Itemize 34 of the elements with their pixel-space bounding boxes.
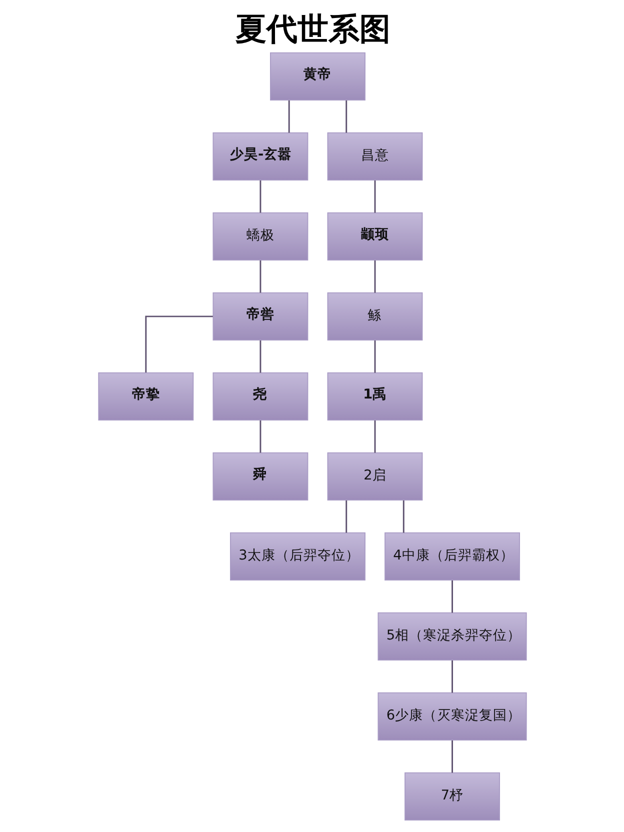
connector <box>259 180 261 213</box>
connector <box>259 260 261 293</box>
connector <box>451 580 452 613</box>
connector <box>374 420 376 453</box>
connector <box>374 180 376 213</box>
connector <box>288 100 290 133</box>
node-box: 少昊-玄嚣 <box>212 132 308 181</box>
connector <box>259 340 261 373</box>
connector <box>345 100 347 133</box>
node-box: 帝喾 <box>212 292 308 341</box>
connector <box>451 660 452 693</box>
node-box: 帝挚 <box>98 372 194 421</box>
connector <box>374 260 376 293</box>
node-box: 2启 <box>326 452 422 501</box>
node-box: 黄帝 <box>270 52 365 101</box>
connector <box>259 420 261 453</box>
node-box: 4中康（后羿霸权） <box>384 532 520 581</box>
node-box: 鲧 <box>326 292 422 341</box>
diagram-title: 夏代世系图 <box>235 11 390 48</box>
connector <box>451 740 452 773</box>
node-box: 6少康（灭寒浞复国） <box>377 692 526 741</box>
node-box: 7杼 <box>404 772 500 821</box>
connector <box>144 316 212 372</box>
node-box: 舜 <box>212 452 308 501</box>
node-box: 蟜极 <box>212 212 308 261</box>
node-box: 尧 <box>212 372 308 421</box>
node-box: 3太康（后羿夺位） <box>230 532 365 581</box>
node-box: 5相（寒浞杀羿夺位） <box>377 612 526 661</box>
node-box: 颛顼 <box>326 212 422 261</box>
node-box: 1禹 <box>326 372 422 421</box>
connector <box>402 500 404 533</box>
connector <box>345 500 347 533</box>
node-box: 昌意 <box>326 132 422 181</box>
connector <box>374 340 376 373</box>
